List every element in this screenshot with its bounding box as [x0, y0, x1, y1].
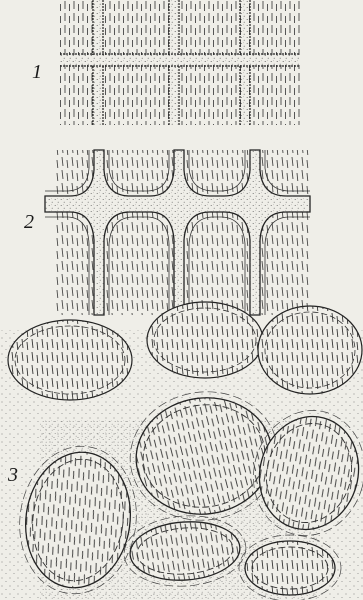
figure-2-label: 2 [22, 212, 36, 232]
figure-3-label: 3 [6, 465, 20, 485]
figure-3-drawing [0, 302, 363, 600]
figure-2-drawing [45, 150, 310, 315]
figure-1-label: 1 [30, 62, 44, 82]
figure-1-drawing [60, 0, 300, 125]
